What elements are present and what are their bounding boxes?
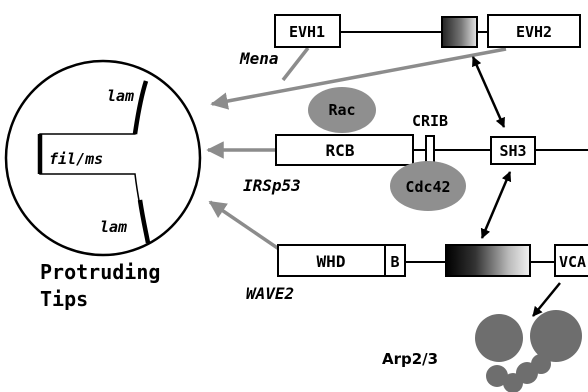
arp23-label: Arp2/3	[382, 350, 438, 368]
wave2-vca-label: VCA	[559, 253, 586, 271]
caption-line-1: Protruding	[40, 260, 160, 284]
rac-label: Rac	[328, 101, 355, 119]
wave2-gradient-domain	[446, 245, 530, 276]
cdc42-label: Cdc42	[405, 178, 450, 196]
lam-top-label: lam	[107, 87, 134, 105]
arp23-complex	[475, 310, 582, 392]
irsp53-rcb-label: RCB	[326, 141, 355, 160]
caption-line-2: Tips	[40, 287, 88, 311]
protruding-tip-illustration: lam fil/ms lam	[6, 61, 200, 255]
rac-gtpase: Rac	[308, 87, 376, 133]
cdc42-gtpase: Cdc42	[390, 161, 466, 211]
arp2-subunit	[475, 314, 523, 362]
irsp53-name: IRSp53	[243, 176, 301, 195]
lam-bottom-label: lam	[100, 218, 127, 236]
mena-name: Mena	[239, 49, 279, 68]
wave2-b-label: B	[390, 253, 399, 271]
irsp53-crib-label: CRIB	[412, 112, 448, 130]
mena-evh2-label: EVH2	[516, 23, 552, 41]
wave2-protein: WHD B VCA WAVE2	[246, 245, 588, 303]
arp3-subunit	[530, 310, 582, 362]
mena-gradient-domain	[442, 17, 477, 47]
mena-evh1-label: EVH1	[289, 23, 325, 41]
fil-ms-label: fil/ms	[49, 150, 103, 168]
mena-arrow-short	[283, 48, 308, 80]
sh3-wave2-interaction-arrow	[482, 172, 510, 238]
irsp53-crib-domain	[426, 136, 434, 164]
wave2-name: WAVE2	[246, 284, 294, 303]
mena-protein: EVH1 EVH2 Mena	[239, 15, 580, 68]
irsp53-sh3-label: SH3	[499, 142, 526, 160]
arp-small-subunit	[531, 354, 551, 374]
wave2-whd-label: WHD	[317, 252, 346, 271]
mena-sh3-interaction-arrow	[473, 57, 504, 127]
